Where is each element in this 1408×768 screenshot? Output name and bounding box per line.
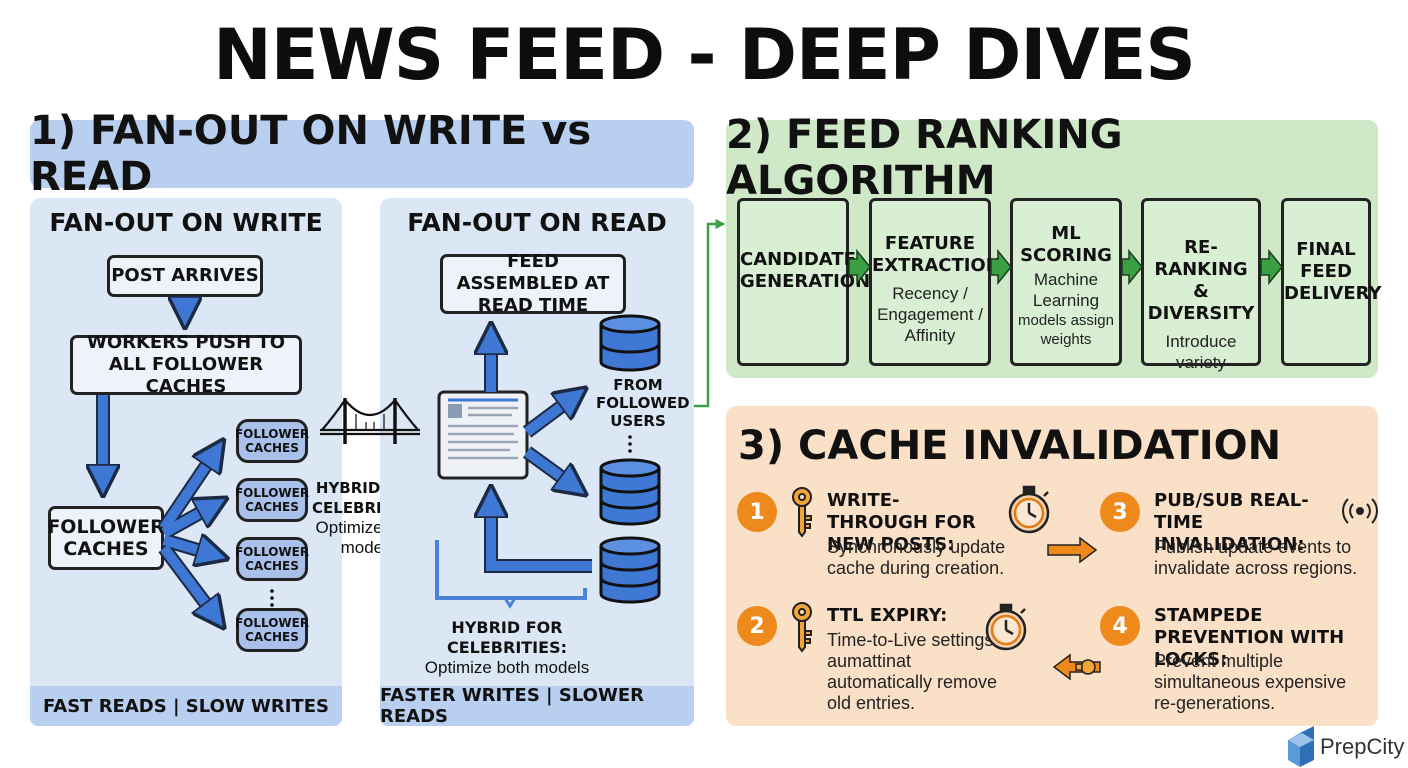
stage-3-name: ML SCORING xyxy=(1020,223,1112,266)
stage-arrow-3 xyxy=(1121,248,1143,286)
stage-candidate-generation: CANDIDATE GENERATION xyxy=(737,198,871,366)
stage-3-desc2: models assign weights xyxy=(1018,312,1114,348)
fanout-write-heading: FAN-OUT ON WRITE xyxy=(49,208,323,237)
cache-item-2-title: TTL EXPIRY: xyxy=(827,605,948,626)
arrow-right-icon xyxy=(1047,536,1098,564)
cache-item-4-desc: Prevent multiple simultaneous expensive … xyxy=(1154,651,1347,713)
feed-document-icon xyxy=(437,390,529,480)
cache-ellipsis-dots xyxy=(270,589,274,607)
stopwatch-icon-2 xyxy=(985,603,1027,651)
database-icon-1 xyxy=(599,314,661,372)
cache-item-4-title: STAMPEDE PREVENTION WITH LOCKS: xyxy=(1154,605,1345,670)
post-arrives-box: POST ARRIVES xyxy=(107,255,263,297)
section3-panel xyxy=(726,406,1378,726)
read-flow-arrows xyxy=(491,333,592,573)
section1-header xyxy=(30,120,694,188)
follower-cache-2: FOLLOWER CACHES xyxy=(235,478,309,522)
stage-arrow-1 xyxy=(848,248,871,286)
key-icon-1 xyxy=(792,487,812,538)
follower-caches-box: FOLLOWER CACHES xyxy=(47,506,165,570)
feed-assembled-box: FEED ASSEMBLED AT READ TIME xyxy=(440,251,626,316)
workers-push-box: WORKERS PUSH TO ALL FOLLOWER CACHES xyxy=(70,332,302,397)
database-ellipsis-dots xyxy=(628,435,632,453)
hybrid-note-read-desc: Optimize both models xyxy=(424,658,590,677)
write-flow-arrows xyxy=(103,297,218,620)
prepcity-logo-icon xyxy=(1288,726,1314,767)
fanout-read-footer: FASTER WRITES | SLOWER READS xyxy=(380,685,694,727)
stage-4-desc: Introduce variety xyxy=(1165,332,1237,372)
small-key-icon xyxy=(1075,659,1096,675)
bridge-icon xyxy=(320,398,420,444)
cache-item-1-title: WRITE-THROUGH FOR NEW POSTS: xyxy=(827,490,976,555)
broadcast-icon xyxy=(1342,498,1378,524)
cache-item-2-desc: Time-to-Live settings aumattinat automat… xyxy=(827,630,998,713)
cache-item-3-title: PUB/SUB REAL-TIME INVALIDATION: xyxy=(1154,490,1309,555)
stage-final-delivery: FINAL FEED DELIVERY xyxy=(1281,198,1382,366)
stage-4-name: RE-RANKING & DIVERSITY xyxy=(1147,237,1255,324)
follower-cache-3: FOLLOWER CACHES xyxy=(235,537,309,581)
stage-5-name: FINAL FEED DELIVERY xyxy=(1284,239,1382,304)
hybrid-note-read: HYBRID FOR CELEBRITIES: Optimize both mo… xyxy=(392,618,622,678)
stage-3-desc: Machine Learning xyxy=(1032,270,1100,310)
brand-name: PrepCity xyxy=(1320,734,1405,759)
database-icon-2 xyxy=(599,458,661,526)
stage-2-name: FEATURE EXTRACTION xyxy=(872,233,1001,276)
cache-item-2-badge: 2 xyxy=(737,606,777,646)
stage-arrow-2 xyxy=(990,248,1012,286)
fanout-read-heading: FAN-OUT ON READ xyxy=(407,208,667,237)
database-icon-3 xyxy=(599,536,661,604)
hybrid-bracket xyxy=(435,540,587,600)
stage-arrow-4 xyxy=(1260,248,1283,286)
stopwatch-icon-1 xyxy=(1008,485,1050,534)
stage-2-desc: Recency / Engagement / Affinity xyxy=(877,284,983,345)
from-followed-users-label: FROM FOLLOWED USERS xyxy=(596,376,690,430)
cache-item-3-desc: Publish update events to invalidate acro… xyxy=(1154,537,1358,578)
follower-cache-4: FOLLOWER CACHES xyxy=(235,608,309,652)
fanout-write-footer: FAST READS | SLOW WRITES xyxy=(30,686,342,726)
page-title: NEWS FEED - DEEP DIVES xyxy=(213,14,1196,96)
section3-title: 3) CACHE INVALIDATION xyxy=(738,423,1282,469)
follower-cache-1: FOLLOWER CACHES xyxy=(235,419,309,463)
cache-item-1-desc: Synchronously update cache during creati… xyxy=(827,537,1006,578)
stage-ml-scoring: ML SCORING Machine Learning models assig… xyxy=(1010,198,1122,366)
stage-1-name: CANDIDATE GENERATION xyxy=(740,249,871,292)
stage-re-ranking: RE-RANKING & DIVERSITY Introduce variety xyxy=(1141,198,1261,372)
cache-item-3-badge: 3 xyxy=(1100,492,1140,532)
cache-item-4-badge: 4 xyxy=(1100,606,1140,646)
cache-item-1-badge: 1 xyxy=(737,492,777,532)
key-icon-2 xyxy=(792,602,812,653)
section-connector-arrow xyxy=(694,219,726,408)
hybrid-note-read-title: HYBRID FOR CELEBRITIES: xyxy=(447,618,567,657)
stage-feature-extraction: FEATURE EXTRACTION Recency / Engagement … xyxy=(869,198,1001,366)
